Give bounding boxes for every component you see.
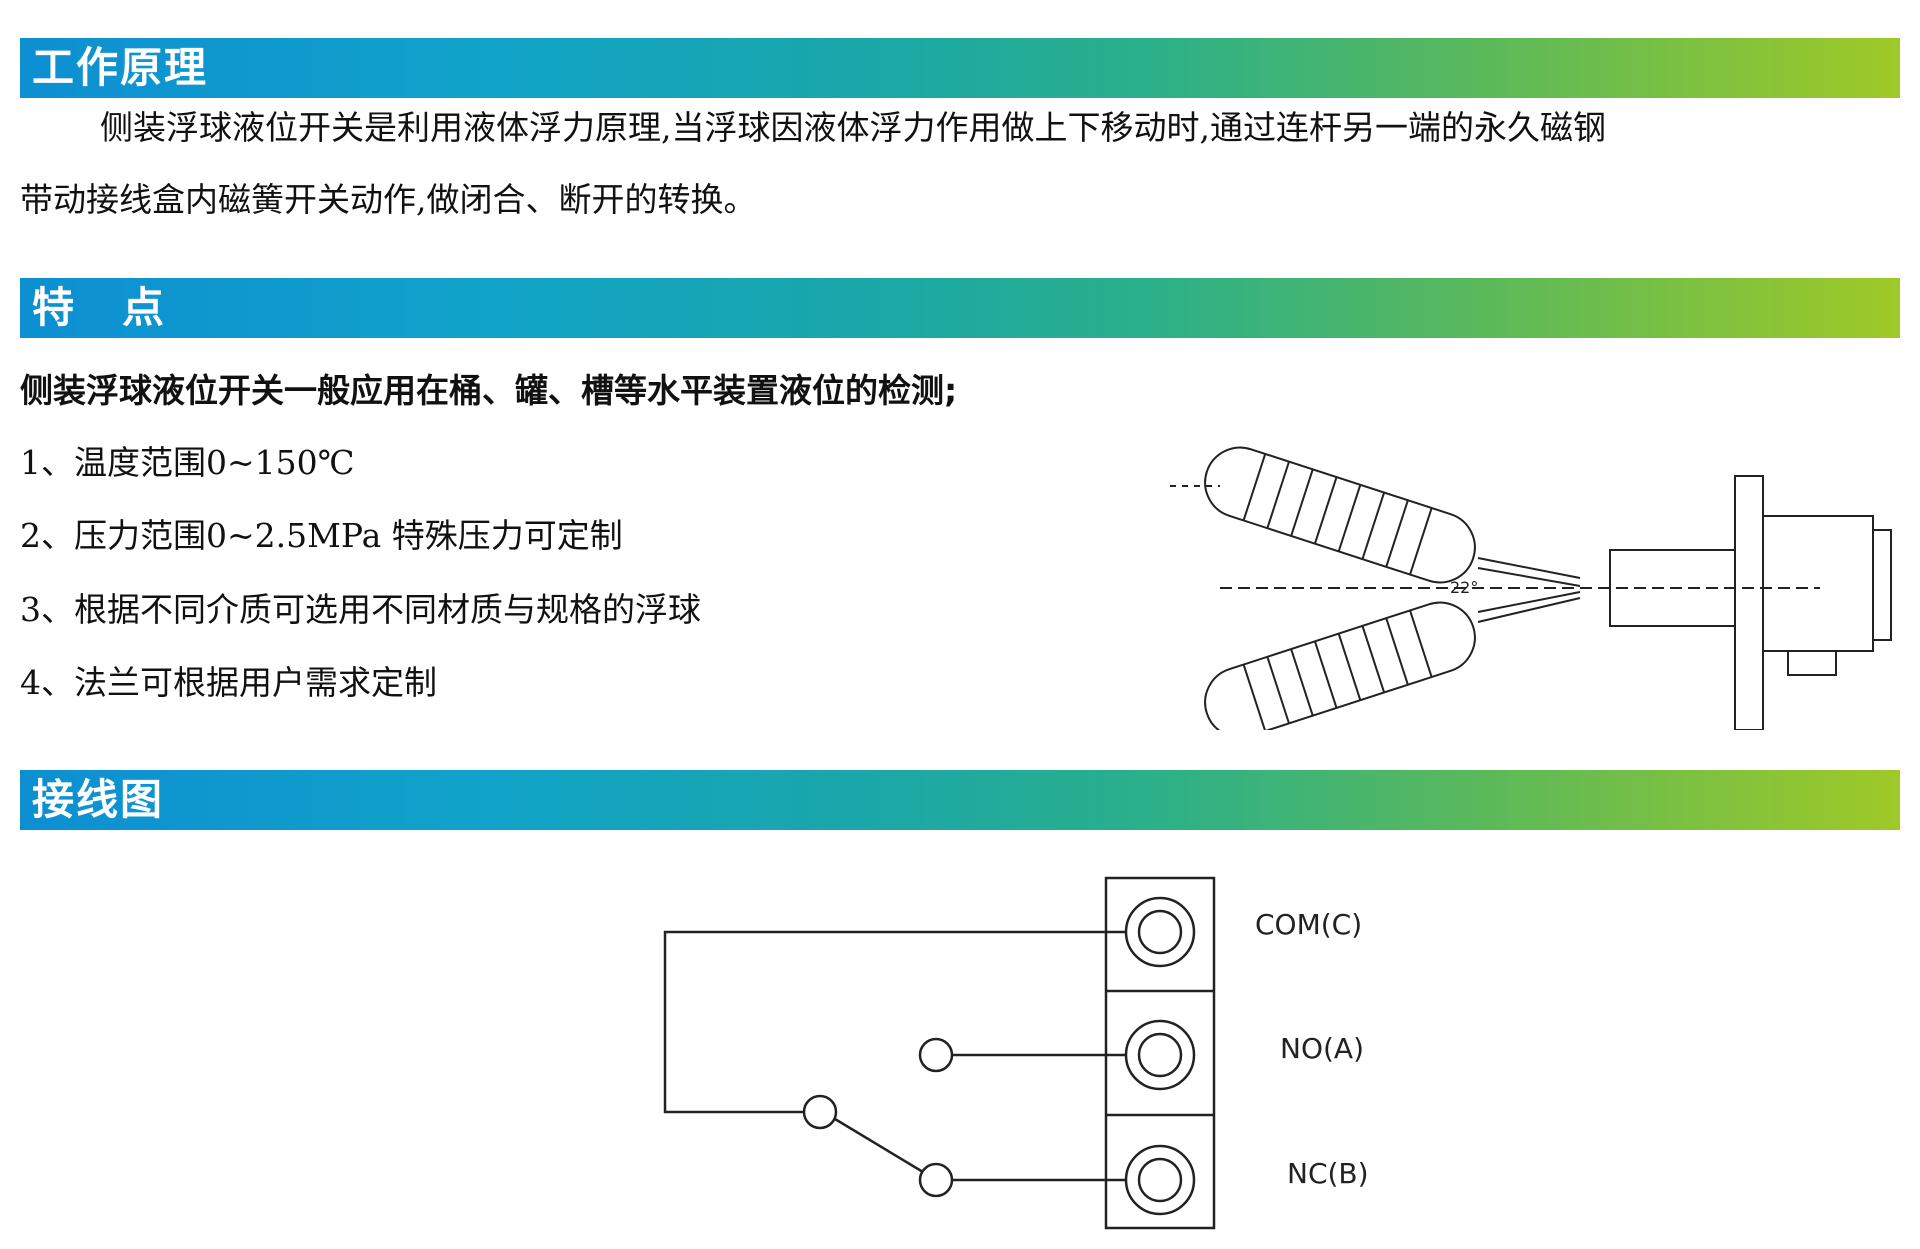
no-contact	[918, 1037, 954, 1073]
nc-contact	[918, 1162, 954, 1198]
lower-rod	[1477, 597, 1581, 623]
section-header-principle: 工作原理	[20, 38, 1900, 98]
principle-line-1: 侧装浮球液位开关是利用液体浮力原理,当浮球因液体浮力作用做上下移动时,通过连杆另…	[100, 108, 1606, 147]
angle-label: 22°	[1450, 578, 1478, 597]
terminal-label-no: NO(A)	[1280, 1032, 1364, 1065]
com-wire	[663, 930, 1126, 1114]
feature-item-2: 2、压力范围0~2.5MPa 特殊压力可定制	[20, 516, 623, 555]
flange	[1734, 475, 1764, 730]
terminal-label-com: COM(C)	[1255, 908, 1363, 941]
wiring-diagram	[663, 876, 1216, 1230]
terminal-label-nc: NC(B)	[1287, 1157, 1369, 1190]
upper-float	[1204, 446, 1476, 584]
feature-item-4: 4、法兰可根据用户需求定制	[20, 663, 437, 702]
junction-box	[1762, 515, 1874, 652]
upper-rod	[1477, 557, 1581, 579]
feature-item-3: 3、根据不同介质可选用不同材质与规格的浮球	[20, 590, 701, 629]
terminal-com	[1124, 896, 1196, 968]
terminal-no	[1124, 1019, 1196, 1091]
float-switch-drawing: 22°	[1170, 446, 1892, 730]
principle-line-2: 带动接线盒内磁簧开关动作,做闭合、断开的转换。	[20, 180, 757, 219]
section-title: 特点	[32, 283, 213, 332]
feature-item-1: 1、温度范围0~150℃	[20, 443, 355, 482]
section-header-features: 特点	[20, 278, 1900, 338]
terminal-nc	[1124, 1144, 1196, 1216]
switch-blade	[834, 1117, 924, 1174]
section-title: 工作原理	[32, 43, 209, 92]
lower-float	[1204, 601, 1476, 730]
section-title: 接线图	[32, 775, 165, 824]
common-contact	[802, 1094, 838, 1130]
features-intro: 侧装浮球液位开关一般应用在桶、罐、槽等水平装置液位的检测;	[20, 371, 958, 410]
section-header-wiring: 接线图	[20, 770, 1900, 830]
